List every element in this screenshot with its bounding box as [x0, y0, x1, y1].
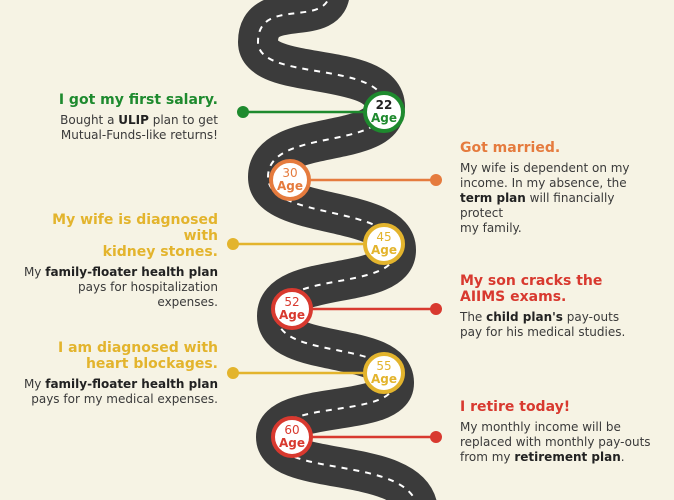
life-event-description: My family-floater health plan pays for h… — [20, 265, 218, 310]
life-event-description: My monthly income will be replaced with … — [460, 420, 670, 465]
highlighted-plan: child plan's — [486, 310, 563, 324]
description-text: pay-outs pay for his medical studies. — [460, 310, 626, 339]
life-event: I am diagnosed with heart blockages. My f… — [20, 340, 218, 407]
life-event-title: Got married. — [460, 140, 561, 156]
connector-dot — [430, 431, 442, 443]
connector-dot — [227, 367, 239, 379]
life-event: Got married. My wife is dependent on my i… — [460, 140, 660, 236]
description-text: will financially protect my family. — [460, 191, 615, 235]
connector-lines — [227, 106, 442, 443]
life-event-title: I am diagnosed with heart blockages. — [58, 340, 218, 372]
connector-dot — [430, 174, 442, 186]
highlighted-plan: family-floater health plan — [45, 265, 218, 279]
description-text: pays for my medical expenses. — [31, 392, 218, 406]
life-event: My son cracks the AIIMS exams. The child … — [460, 273, 660, 340]
connector-dot — [237, 106, 249, 118]
life-event: My wife is diagnosed with kidney stones.… — [20, 212, 218, 310]
highlighted-plan: ULIP — [118, 113, 149, 127]
age-number: 52 — [284, 295, 300, 309]
age-number: 55 — [376, 359, 392, 373]
highlighted-plan: term plan — [460, 191, 526, 205]
life-event: I got my first salary. Bought a ULIP plan… — [30, 92, 218, 143]
description-text: Bought a — [60, 113, 119, 127]
age-label: Age — [276, 179, 303, 193]
life-event-title: My son cracks the AIIMS exams. — [460, 273, 603, 305]
age-label: Age — [370, 243, 397, 257]
highlighted-plan: retirement plan — [514, 450, 621, 464]
connector-dot — [430, 303, 442, 315]
description-text: My monthly income will be replaced with … — [460, 420, 651, 464]
description-text: My wife is dependent on my income. In my… — [460, 161, 630, 190]
highlighted-plan: family-floater health plan — [45, 377, 218, 391]
life-event-title: My wife is diagnosed with kidney stones. — [52, 212, 218, 260]
description-text: My — [23, 265, 46, 279]
life-event: I retire today! My monthly income will be… — [460, 399, 670, 465]
life-event-title: I got my first salary. — [58, 92, 218, 108]
connector-dot — [227, 238, 239, 250]
life-event-title: I retire today! — [460, 399, 571, 415]
age-number: 22 — [375, 98, 393, 112]
age-label: Age — [370, 111, 397, 125]
description-text: pays for hospitalization expenses. — [78, 280, 218, 309]
life-event-description: My family-floater health plan pays for m… — [20, 377, 218, 407]
age-label: Age — [278, 308, 305, 322]
age-label: Age — [370, 372, 397, 386]
description-text: . — [620, 450, 625, 464]
life-event-description: My wife is dependent on my income. In my… — [460, 161, 660, 236]
age-label: Age — [278, 436, 305, 450]
description-text: The — [460, 310, 487, 324]
life-event-description: Bought a ULIP plan to get Mutual-Funds-l… — [30, 113, 218, 143]
age-number: 60 — [284, 423, 300, 437]
life-event-description: The child plan's pay-outs pay for his me… — [460, 310, 660, 340]
age-number: 45 — [376, 230, 392, 244]
description-text: plan to get Mutual-Funds-like returns! — [60, 113, 218, 142]
age-number: 30 — [282, 166, 298, 180]
description-text: My — [23, 377, 46, 391]
